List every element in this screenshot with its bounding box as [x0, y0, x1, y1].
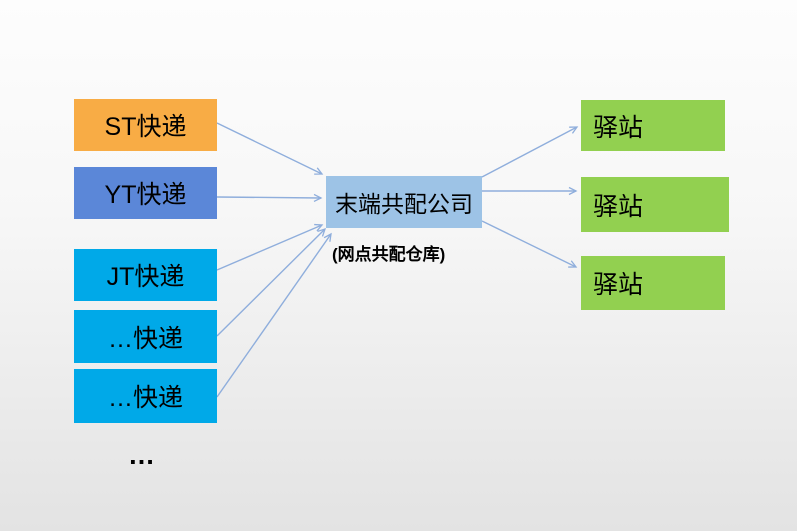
station-node-3: 驿站 [581, 256, 725, 310]
arrow-other1-to-center [216, 227, 327, 337]
station-node-1-label: 驿站 [593, 113, 644, 142]
courier-node-jt: JT快递 [74, 249, 217, 301]
courier-node-st-label: ST快递 [104, 113, 187, 141]
courier-node-other-1: …快递 [74, 310, 217, 363]
station-node-3-label: 驿站 [593, 271, 644, 299]
courier-node-yt-label: YT快递 [104, 181, 187, 209]
courier-node-other-2: …快递 [74, 369, 217, 423]
courier-node-other-2-label: …快递 [107, 384, 183, 412]
station-node-2: 驿站 [581, 177, 729, 232]
courier-node-yt: YT快递 [74, 167, 217, 219]
station-node-2-label: 驿站 [593, 192, 644, 221]
center-company-node: 末端共配公司 [326, 176, 482, 228]
more-couriers-ellipsis: … [128, 440, 155, 470]
courier-node-st: ST快递 [74, 99, 217, 151]
courier-node-jt-label: JT快递 [106, 263, 185, 291]
arrow-yt-to-center [216, 193, 323, 203]
station-node-1: 驿站 [581, 100, 725, 151]
courier-node-other-1-label: …快递 [107, 324, 183, 353]
arrow-jt-to-center [216, 223, 324, 271]
center-company-label: 末端共配公司 [335, 191, 473, 217]
arrow-center-to-station3 [481, 220, 578, 268]
arrow-center-to-station1 [481, 126, 579, 178]
arrow-st-to-center [216, 122, 324, 175]
center-company-subtitle: (网点共配仓库) [332, 245, 446, 264]
arrow-other2-to-center [216, 232, 332, 398]
